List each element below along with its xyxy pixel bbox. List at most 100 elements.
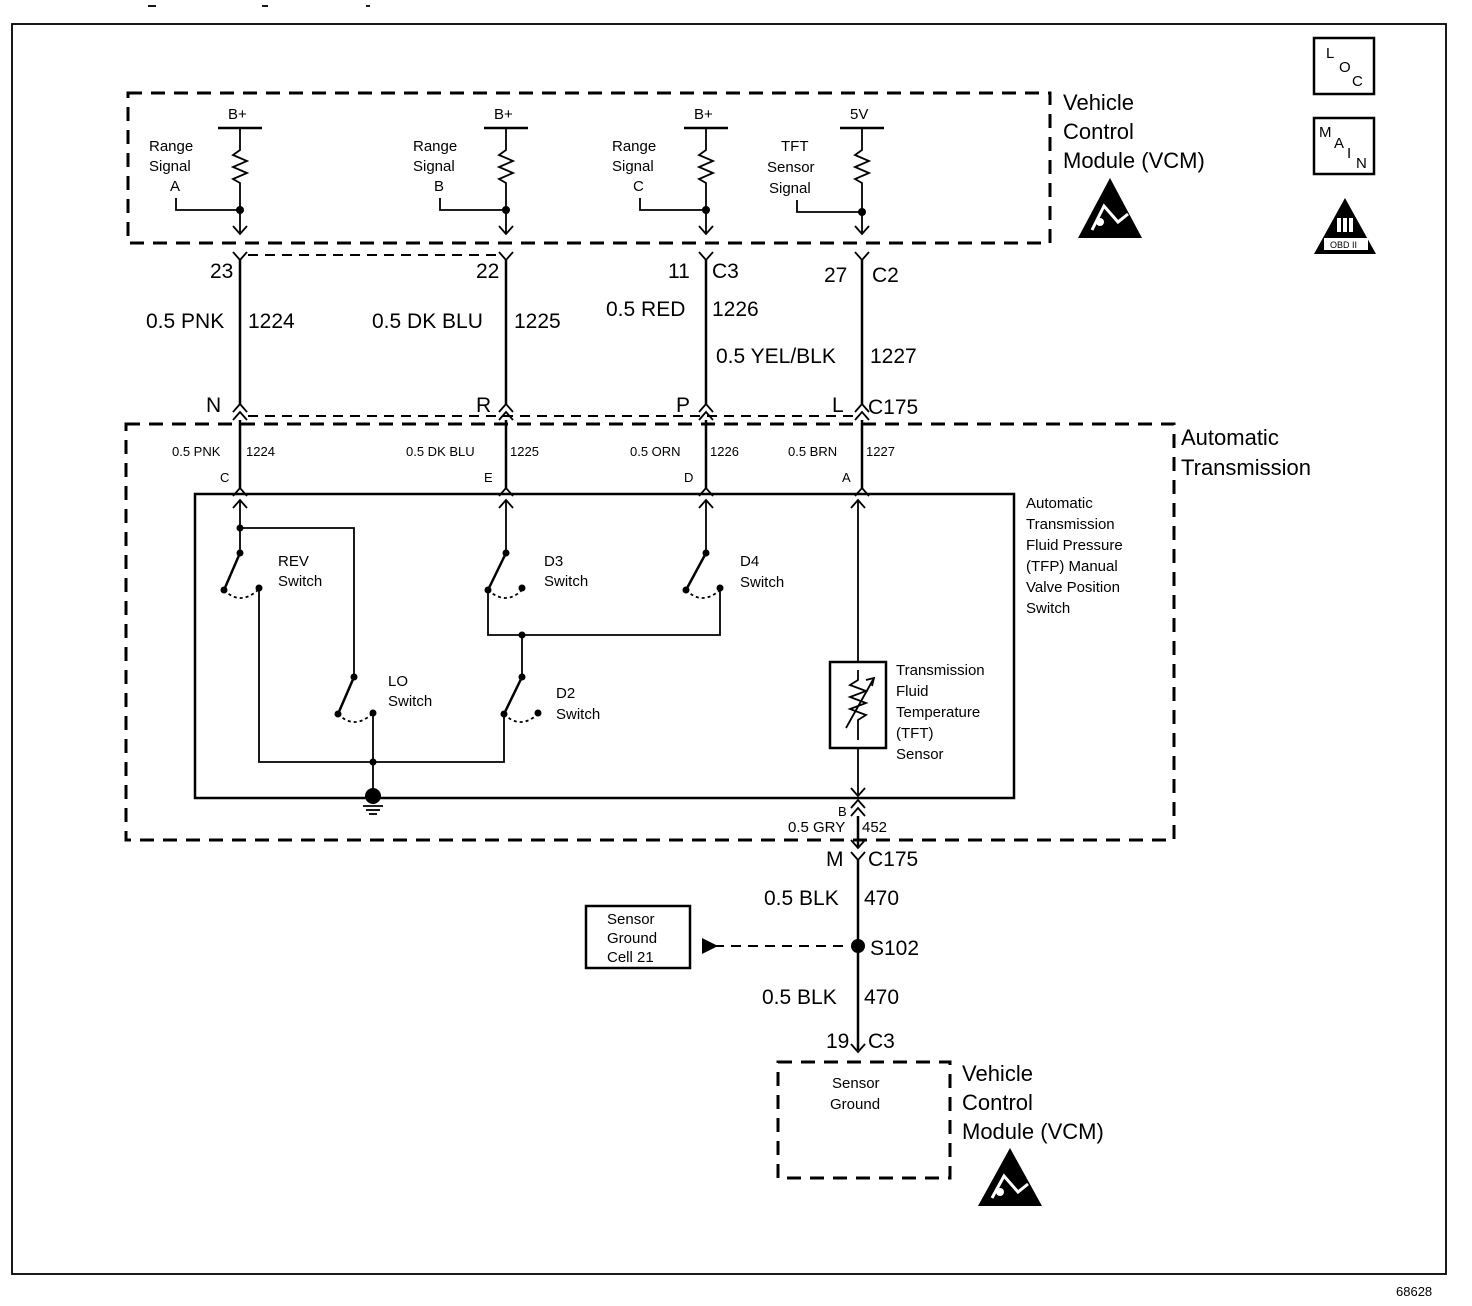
- vcm-pin-23: 23: [210, 260, 233, 283]
- vcm-bottom-connector-chevron: [850, 1043, 866, 1054]
- svg-text:Signal: Signal: [612, 158, 654, 175]
- lo-switch-label: LO: [388, 673, 408, 690]
- chassis-ground-icon: [363, 788, 383, 815]
- splice-s102: [702, 938, 865, 954]
- svg-text:Cell 21: Cell 21: [607, 949, 654, 966]
- inner-pin: E: [484, 470, 493, 485]
- vcm-bottom-connector-c3: C3: [868, 1030, 895, 1053]
- supply-label: B+: [228, 106, 247, 123]
- vcm-bottom-title-line: Control: [962, 1090, 1033, 1115]
- vcm-pin-22: 22: [476, 260, 499, 283]
- inner-wire-color: 0.5 DK BLU: [406, 444, 475, 459]
- vcm-top-title-line: Vehicle: [1063, 90, 1134, 115]
- svg-text:Transmission: Transmission: [896, 662, 985, 679]
- supply-label: 5V: [850, 106, 868, 123]
- obd-ii-icon: OBD II: [1314, 198, 1376, 254]
- inner-wire-color: 0.5 PNK: [172, 444, 221, 459]
- c175-pin-m: M: [826, 848, 844, 871]
- svg-text:TFT: TFT: [781, 138, 809, 155]
- svg-text:Automatic: Automatic: [1026, 495, 1093, 512]
- d3-switch-label: Switch: [544, 573, 588, 590]
- supply-symbols: B+ B+ B+ 5V: [218, 106, 884, 130]
- svg-text:I: I: [1347, 145, 1351, 162]
- vcm-bottom-inner-label: Sensor: [832, 1075, 880, 1092]
- esd-warning-icon: [978, 1148, 1042, 1206]
- transmission-inner-wires: [232, 420, 870, 497]
- range-signal-c-label: Range Signal C: [612, 138, 656, 195]
- wire-circuit-label: 1224: [248, 310, 295, 333]
- svg-text:B: B: [434, 178, 444, 195]
- signal-taps: [175, 198, 866, 216]
- tft-sensor-label: Transmission Fluid Temperature (TFT) Sen…: [896, 662, 985, 763]
- sensor-ground-reference-box: Sensor Ground Cell 21: [584, 904, 692, 970]
- vcm-pin-19: 19: [826, 1030, 849, 1053]
- tfp-switch-box: [193, 492, 1016, 800]
- vcm-connector-c2: C2: [872, 264, 899, 287]
- svg-text:Signal: Signal: [149, 158, 191, 175]
- loc-icon: L O C: [1312, 36, 1376, 96]
- svg-text:Sensor: Sensor: [607, 911, 655, 928]
- svg-text:O: O: [1339, 59, 1351, 76]
- range-signal-b-label: Range Signal B: [413, 138, 457, 195]
- esd-warning-icon: [1078, 178, 1142, 238]
- svg-text:Fluid: Fluid: [896, 683, 929, 700]
- svg-text:C: C: [633, 178, 644, 195]
- c175-pin-n: N: [206, 394, 221, 417]
- figure-number: 68628: [1396, 1284, 1432, 1299]
- svg-text:Range: Range: [149, 138, 193, 155]
- c175-top-connector: [232, 402, 870, 421]
- c175-pin-p: P: [676, 394, 690, 417]
- wire-color-label: 0.5 PNK: [146, 310, 224, 333]
- supply-label: B+: [694, 106, 713, 123]
- svg-text:Signal: Signal: [769, 180, 811, 197]
- inner-wire-circuit: 1227: [866, 444, 895, 459]
- d2-switch-label: Switch: [556, 706, 600, 723]
- inner-wire-color: 0.5 ORN: [630, 444, 681, 459]
- tfp-label: Automatic Transmission Fluid Pressure (T…: [1026, 495, 1123, 617]
- wire-color-label: 0.5 DK BLU: [372, 310, 483, 333]
- tft-sensor-thermistor-icon: [828, 660, 888, 798]
- wire-color-label: 0.5 BLK: [764, 887, 839, 910]
- rev-switch-label: REV: [278, 553, 309, 570]
- rev-switch-label: Switch: [278, 573, 322, 590]
- inner-pin: A: [842, 470, 851, 485]
- vcm-top-title-line: Control: [1063, 119, 1134, 144]
- svg-text:Temperature: Temperature: [896, 704, 980, 721]
- splice-label: S102: [870, 937, 919, 960]
- svg-text:Sensor: Sensor: [767, 159, 815, 176]
- svg-text:(TFT): (TFT): [896, 725, 933, 742]
- svg-text:Transmission: Transmission: [1026, 516, 1115, 533]
- svg-text:A: A: [1334, 135, 1344, 152]
- vcm-pin-11: 11: [668, 260, 690, 283]
- ground-wire-circuit: 452: [862, 819, 887, 836]
- vcm-bottom-inner-label: Ground: [830, 1096, 880, 1113]
- svg-text:M: M: [1319, 124, 1332, 141]
- svg-text:C: C: [1352, 73, 1363, 90]
- wire-color-label: 0.5 BLK: [762, 986, 837, 1009]
- inner-wire-circuit: 1226: [710, 444, 739, 459]
- vcm-top-title: Vehicle Control Module (VCM): [1063, 90, 1205, 173]
- vcm-connector-c3: C3: [712, 260, 739, 283]
- svg-text:Range: Range: [612, 138, 656, 155]
- svg-text:Range: Range: [413, 138, 457, 155]
- svg-text:Ground: Ground: [607, 930, 657, 947]
- ground-pin-b: B: [838, 804, 847, 819]
- vcm-top-title-line: Module (VCM): [1063, 148, 1205, 173]
- lo-switch-label: Switch: [388, 693, 432, 710]
- c175-pin-r: R: [476, 394, 491, 417]
- svg-text:A: A: [170, 178, 180, 195]
- vcm-bottom-title-line: Vehicle: [962, 1061, 1033, 1086]
- vcm-pin-27: 27: [824, 264, 847, 287]
- outer-frame: [11, 23, 1447, 1275]
- c175-pin-l: L: [832, 394, 844, 417]
- svg-text:Signal: Signal: [413, 158, 455, 175]
- inner-pin: D: [684, 470, 693, 485]
- ground-wire-color: 0.5 GRY: [788, 819, 845, 836]
- inner-wire-color: 0.5 BRN: [788, 444, 837, 459]
- wire-circuit-label: 1227: [870, 345, 917, 368]
- vcm-bottom-box: [776, 1060, 952, 1180]
- range-signal-a-label: Range Signal A: [149, 138, 193, 195]
- supply-label: B+: [494, 106, 513, 123]
- c175-connector-label: C175: [868, 396, 918, 419]
